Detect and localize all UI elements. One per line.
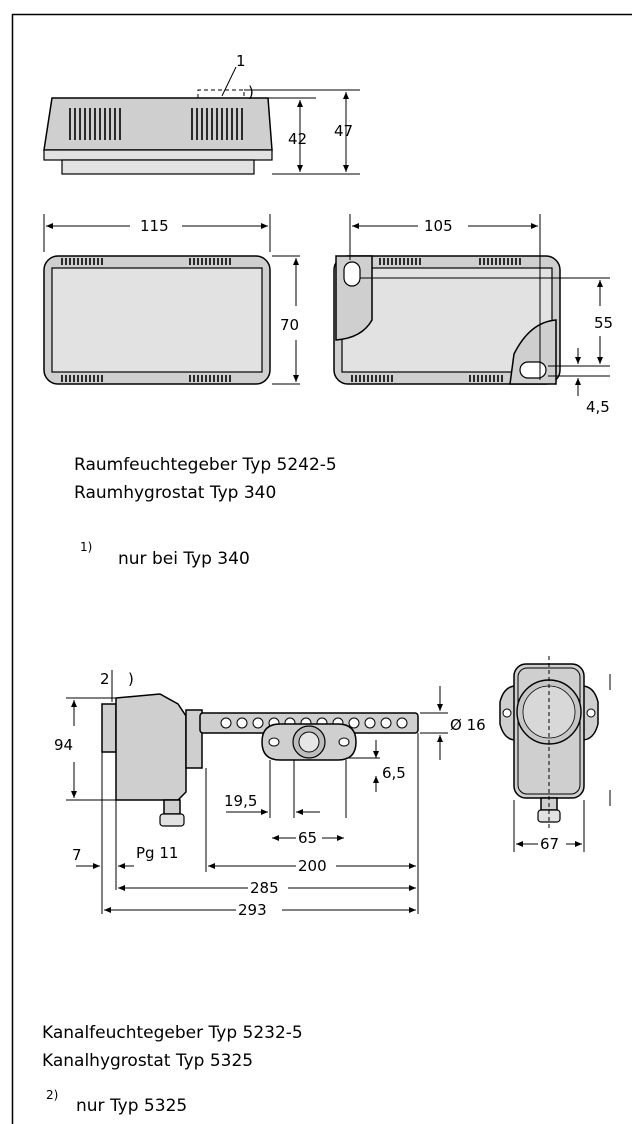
dim-depth: 70 bbox=[280, 316, 299, 334]
dim-flange-thickness: 6,5 bbox=[382, 764, 406, 782]
duct-caption-line2: Kanalhygrostat Typ 5325 bbox=[42, 1051, 254, 1071]
room-sensor-back-view: 105 55 4,5 bbox=[333, 214, 613, 416]
tube-hole bbox=[236, 717, 248, 729]
dim-flange-spacing: 65 bbox=[298, 829, 317, 847]
room-footnote-mark: 1) bbox=[80, 540, 93, 554]
duct-sensor-front-view: 67 bbox=[499, 656, 611, 853]
callout-2-mark: ) bbox=[128, 670, 134, 688]
room-caption-line2: Raumhygrostat Typ 340 bbox=[74, 483, 277, 503]
tube-hole bbox=[220, 717, 232, 729]
dim-side-width: 67 bbox=[540, 835, 559, 853]
callout-1-label: 1 bbox=[236, 52, 246, 70]
page-border bbox=[11, 13, 632, 1124]
dim-cable-gland: Pg 11 bbox=[136, 844, 178, 862]
tube-hole bbox=[364, 717, 376, 729]
duct-sensor-side-view: 94 Ø 16 6,5 19,5 65 Pg 11 7 200 285 bbox=[54, 670, 486, 919]
room-footnote-text: nur bei Typ 340 bbox=[118, 549, 250, 569]
dim-hole-spacing-x: 105 bbox=[424, 217, 453, 235]
dim-width: 115 bbox=[140, 217, 169, 235]
dim-flange-hole: 19,5 bbox=[224, 792, 257, 810]
dim-length-total: 293 bbox=[238, 901, 267, 919]
dim-height-total: 47 bbox=[334, 122, 353, 140]
dim-height: 94 bbox=[54, 736, 73, 754]
room-sensor-side-view: 1 ) 42 47 bbox=[43, 52, 360, 175]
tube-hole bbox=[380, 717, 392, 729]
dim-length-inner: 285 bbox=[250, 879, 279, 897]
callout-2-label: 2 bbox=[100, 670, 110, 688]
duct-caption-line1: Kanalfeuchtegeber Typ 5232-5 bbox=[42, 1023, 303, 1043]
room-caption-line1: Raumfeuchtegeber Typ 5242-5 bbox=[74, 455, 337, 475]
dim-offset: 7 bbox=[72, 846, 82, 864]
duct-footnote-text: nur Typ 5325 bbox=[76, 1096, 188, 1116]
dim-tube-length: 200 bbox=[298, 857, 327, 875]
dim-tube-diameter: Ø 16 bbox=[450, 716, 486, 734]
dim-hole-size: 4,5 bbox=[586, 398, 610, 416]
room-sensor-top-view: 115 70 bbox=[43, 214, 300, 385]
tube-hole bbox=[396, 717, 408, 729]
callout-1-mark: ) bbox=[248, 83, 254, 101]
dim-hole-spacing-y: 55 bbox=[594, 314, 613, 332]
dim-height-body: 42 bbox=[288, 130, 307, 148]
tube-hole bbox=[348, 717, 360, 729]
duct-footnote-mark: 2) bbox=[46, 1088, 59, 1102]
tube-hole bbox=[252, 717, 264, 729]
